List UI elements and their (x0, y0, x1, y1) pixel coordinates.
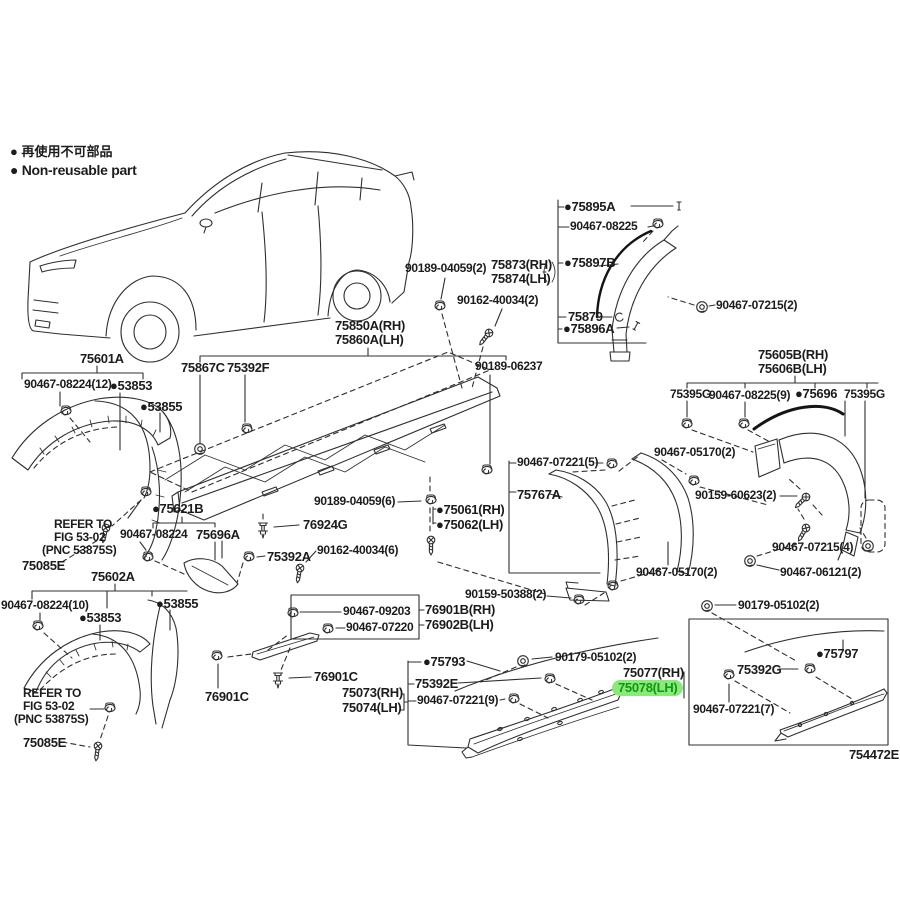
opposite-side-molding-box (688, 600, 889, 746)
quarter-arch-box-illustration (542, 199, 716, 362)
label-75392A: 75392A (267, 549, 311, 564)
label-90162-40034-6: 90162-40034(6) (317, 543, 399, 557)
label-76901C-right: 76901C (314, 669, 358, 684)
label-76902B: 76902B(LH) (425, 617, 494, 632)
label-90179-05102-2a: 90179-05102(2) (555, 650, 637, 664)
label-90467-08225-9: 90467-08225(9) (709, 388, 791, 402)
label-75896A: ●75896A (563, 321, 615, 336)
label-75793: ●75793 (423, 654, 466, 669)
rear-fender-flare-illustration (23, 583, 188, 762)
label-75873: 75873(RH) (491, 257, 552, 272)
label-75077: 75077(RH) (623, 665, 684, 680)
label-75073: 75073(RH) (342, 685, 403, 700)
label-90467-06121-2: 90467-06121(2) (780, 565, 862, 579)
label-75392F: 75392F (227, 360, 270, 375)
label-75767A: 75767A (517, 487, 561, 502)
door-molding-illustration (508, 452, 694, 606)
label-90467-07221-7: 90467-07221(7) (693, 702, 775, 716)
label-75867C: 75867C (181, 360, 225, 375)
label-refer2-line3: (PNC 53875S) (14, 712, 89, 726)
label-90467-07215-4: 90467-07215(4) (772, 540, 854, 554)
quarter-garnish-illustration (139, 516, 317, 594)
label-90467-08224-10: 90467-08224(10) (1, 598, 89, 612)
label-refer1-line3: (PNC 53875S) (42, 543, 117, 557)
label-75395G-left: 75395G (670, 387, 711, 401)
label-refer2-line2: FIG 53-02 (23, 699, 75, 713)
label-53853-front: ●53853 (110, 378, 153, 393)
label-75606B: 75606B(LH) (758, 361, 827, 376)
label-75392E: 75392E (415, 676, 459, 691)
door-garnish-clip-box (211, 594, 425, 689)
label-refer1-line2: FIG 53-02 (54, 530, 106, 544)
label-90189-06237: 90189-06237 (475, 359, 543, 373)
label-refer1-line1: REFER TO (54, 517, 113, 531)
label-75392G: 75392G (737, 662, 782, 677)
label-90467-08225: 90467-08225 (570, 219, 638, 233)
label-90467-07221-5: 90467-07221(5) (517, 455, 599, 469)
lower-rocker-molding-illustration (400, 637, 685, 759)
label-90159-50388-2: 90159-50388(2) (465, 587, 547, 601)
label-90467-09203: 90467-09203 (343, 604, 411, 618)
label-75874: 75874(LH) (491, 271, 551, 286)
label-90467-08224: 90467-08224 (120, 527, 188, 541)
label-90162-40034-2: 90162-40034(2) (457, 293, 539, 307)
label-75797: ●75797 (816, 646, 859, 661)
legend-jp: ● 再使用不可部品 (10, 144, 113, 159)
label-75061: ●75061(RH) (436, 502, 505, 517)
label-76901C-left: 76901C (205, 689, 249, 704)
label-75602A: 75602A (91, 569, 135, 584)
label-90467-07221-9: 90467-07221(9) (417, 693, 499, 707)
label-75601A: 75601A (80, 351, 124, 366)
label-refer2-line1: REFER TO (23, 686, 82, 700)
rear-arch-molding-illustration (607, 375, 886, 591)
rocker-panel-illustration (149, 277, 546, 595)
label-90467-07215-2: 90467-07215(2) (716, 298, 798, 312)
label-90189-04059-6: 90189-04059(6) (314, 494, 396, 508)
label-75085E-front: 75085E (22, 558, 66, 573)
label-75085E-rear: 75085E (23, 735, 67, 750)
label-53855-front: ●53855 (140, 399, 183, 414)
label-75897B: ●75897B (564, 255, 616, 270)
label-75605B: 75605B(RH) (758, 347, 828, 362)
car-illustration (27, 151, 415, 363)
label-75879: 75879 (568, 309, 603, 324)
label-90467-05170-2a: 90467-05170(2) (654, 445, 736, 459)
label-53855-rear: ●53855 (156, 596, 199, 611)
label-75850A: 75850A(RH) (335, 318, 405, 333)
label-75062: ●75062(LH) (436, 517, 503, 532)
label-90467-08224-12: 90467-08224(12) (24, 377, 112, 391)
label-76924G: 76924G (303, 517, 348, 532)
label-90189-04059-2: 90189-04059(2) (405, 261, 487, 275)
label-75621B: ●75621B (152, 501, 204, 516)
label-90467-07220: 90467-07220 (346, 620, 414, 634)
label-75696A: 75696A (196, 527, 240, 542)
label-90179-05102-2b: 90179-05102(2) (738, 598, 820, 612)
label-90467-05170-2b: 90467-05170(2) (636, 565, 718, 579)
label-76901B: 76901B(RH) (425, 602, 495, 617)
label-53853-rear: ●53853 (79, 610, 122, 625)
label-75078-highlighted: 75078(LH) (612, 680, 684, 696)
label-75696: ●75696 (795, 386, 838, 401)
label-75395G-right: 75395G (844, 387, 885, 401)
diagram-code: 754472E (849, 747, 899, 762)
label-90159-60623-2: 90159-60623(2) (695, 488, 777, 502)
legend-en: ● Non-reusable part (10, 162, 137, 178)
label-75860A: 75860A(LH) (335, 332, 404, 347)
label-75074: 75074(LH) (342, 700, 402, 715)
label-75895A: ●75895A (564, 199, 616, 214)
